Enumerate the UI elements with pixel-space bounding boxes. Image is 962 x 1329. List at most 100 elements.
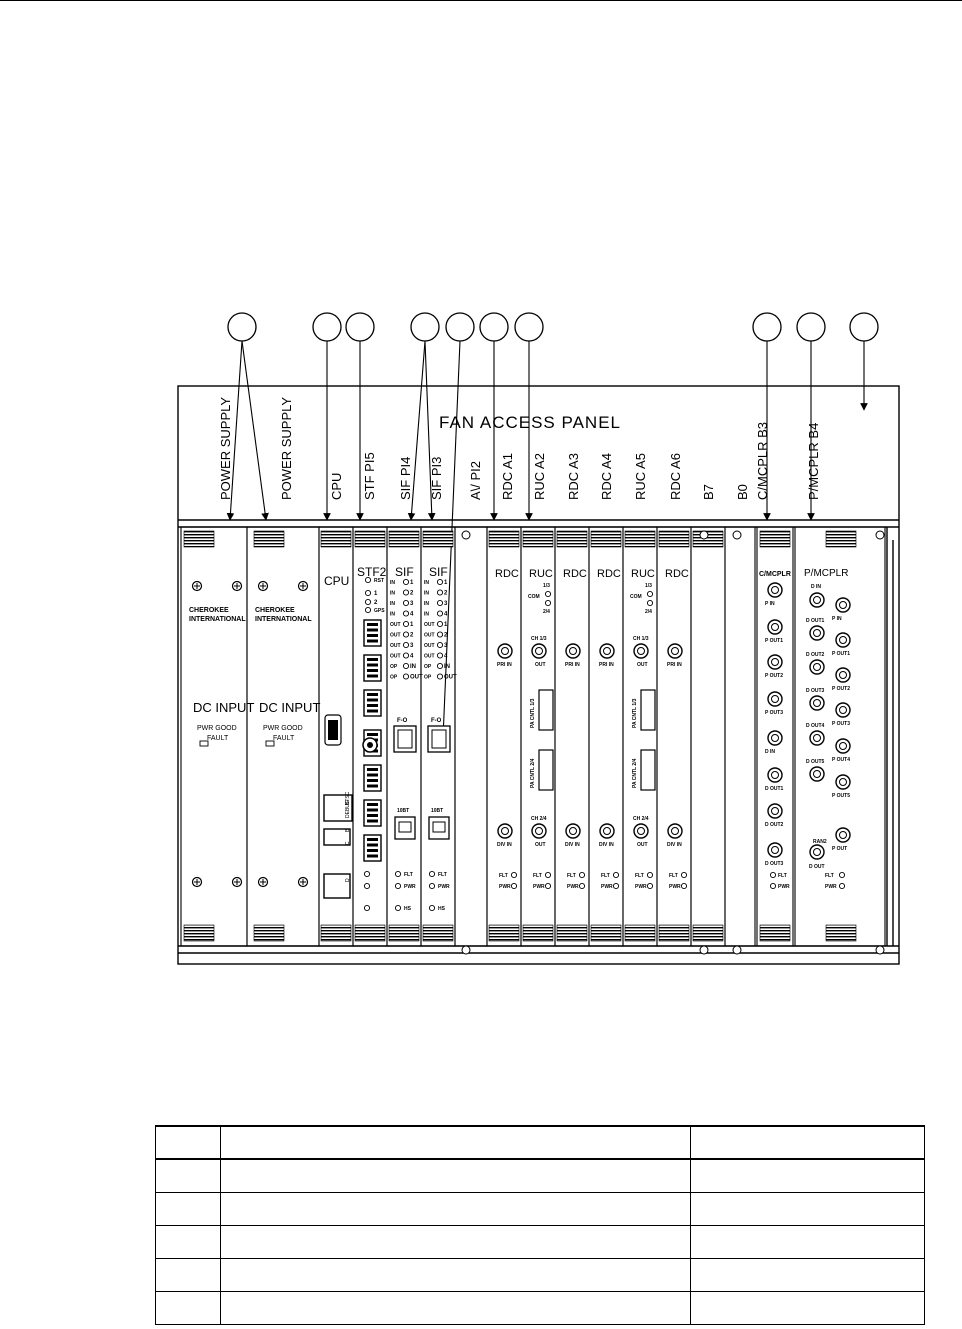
legend-cell (219, 1158, 691, 1193)
cmcplr-connector (767, 767, 783, 783)
vent-grille (658, 924, 690, 942)
led-indicator (363, 904, 371, 912)
sif-led-number: 4 (444, 612, 448, 618)
led-indicator (646, 590, 654, 598)
slot-label: POWER SUPPLY (218, 397, 233, 500)
stf-switch-lever (367, 639, 378, 643)
cmcplr-connector (767, 691, 783, 707)
stf-switch-lever (367, 698, 378, 702)
vent-grille (183, 530, 215, 548)
vent-grille (759, 924, 791, 942)
rdc-flt-label: FLT (669, 873, 678, 879)
led-indicator (646, 871, 654, 879)
legend-row (155, 1192, 926, 1226)
page-top-rule (0, 0, 962, 1)
rdc-div-connector (565, 823, 581, 839)
stf-switch-lever (367, 819, 378, 823)
legend-table (155, 1125, 926, 1325)
stf-switch-lever (367, 658, 378, 661)
sif-led-label: IN (390, 612, 395, 618)
pmcplr-left-connector (809, 844, 825, 860)
slot-label: CPU (329, 473, 344, 500)
led-indicator (402, 610, 410, 617)
vent-grille (590, 924, 622, 942)
cmcplr-port-label: D OUT1 (765, 786, 784, 792)
pmcplr-right-connector (835, 827, 851, 843)
panel-screw-slot (300, 879, 306, 885)
pmcplr-left-connector-inner (813, 596, 821, 604)
rdc-div-connector (599, 823, 615, 839)
led-indicator (436, 662, 444, 670)
ruc-ch24-connector-inner (535, 827, 543, 835)
slot-label: POWER SUPPLY (279, 397, 294, 500)
cmcplr-connector-inner (771, 695, 779, 703)
sif-led-label: IN (424, 591, 429, 597)
led-indicator (436, 631, 444, 638)
vent-grille (422, 924, 454, 942)
led-indicator (428, 882, 436, 890)
led-indicator (402, 589, 410, 596)
stf-led-label: 2 (374, 600, 378, 606)
cpu-port-label: DEBUG (345, 800, 351, 818)
sif-led-number: 2 (444, 591, 448, 597)
legend-cell (689, 1158, 926, 1193)
callout-3 (345, 312, 375, 342)
vent-grille (320, 924, 352, 942)
led-indicator (436, 599, 444, 607)
vent-grille (354, 924, 386, 942)
slot-label: RUC A5 (633, 453, 648, 500)
ruc-ch24-label: CH 2/4 (531, 816, 547, 822)
ruc-pa-port-24 (538, 749, 554, 791)
sif-led-label: IN (390, 601, 395, 607)
sif-led-label: IN (424, 612, 429, 618)
pmcplr-pwr-label: PWR (825, 884, 837, 890)
rail-fastener (875, 945, 885, 955)
led-indicator (680, 882, 688, 890)
stf-led-label: GPS (374, 608, 385, 614)
sif-led-label: OUT (424, 622, 435, 628)
led-indicator (364, 576, 372, 584)
ruc-ch13-connector-inner (535, 647, 543, 655)
sif-led-number: 2 (410, 633, 414, 639)
vent-grille (320, 530, 352, 548)
vent-grille (488, 924, 520, 942)
legend-row (155, 1258, 926, 1292)
led-indicator (436, 652, 444, 659)
slot-label: RUC A2 (532, 453, 547, 500)
stf-switch-lever (367, 838, 378, 841)
cmcplr-port-label: P OUT2 (765, 673, 783, 679)
legend-cell (219, 1291, 691, 1325)
led-indicator (364, 589, 372, 597)
pmcplr-left-connector-inner (813, 699, 821, 707)
stf-switch-lever (367, 854, 378, 858)
rdc-div-label: DIV IN (599, 842, 614, 848)
panel-screw-slot (300, 583, 306, 589)
legend-cell (155, 1158, 221, 1193)
ruc-flt-label: FLT (635, 873, 644, 879)
ruc-ch13-connector (633, 643, 649, 659)
sif-led-number: 2 (410, 591, 414, 597)
cpu-port (323, 828, 351, 846)
legend-cell (689, 1225, 926, 1259)
slot-label: RDC A3 (566, 453, 581, 500)
cmcplr-port-label: P OUT1 (765, 638, 783, 644)
rdc-div-label: DIV IN (497, 842, 512, 848)
vent-grille (388, 924, 420, 942)
stf-bnc-center (367, 742, 373, 748)
cmcplr-connector (767, 654, 783, 670)
rdc-pri-connector-inner (569, 647, 577, 655)
vent-grille (522, 530, 554, 548)
led-indicator (769, 882, 777, 890)
vent-grille (759, 530, 791, 548)
rdc-pri-label: PRI IN (565, 662, 580, 668)
legend-row (155, 1291, 926, 1325)
vent-grille (658, 530, 690, 548)
sif-title: SIF (429, 565, 448, 579)
cmcplr-port-label: D IN (765, 749, 775, 755)
sif-led-label: IN (424, 601, 429, 607)
module-slot (724, 526, 756, 947)
rail-fastener (461, 945, 471, 955)
stf-switch-lever (367, 768, 378, 771)
